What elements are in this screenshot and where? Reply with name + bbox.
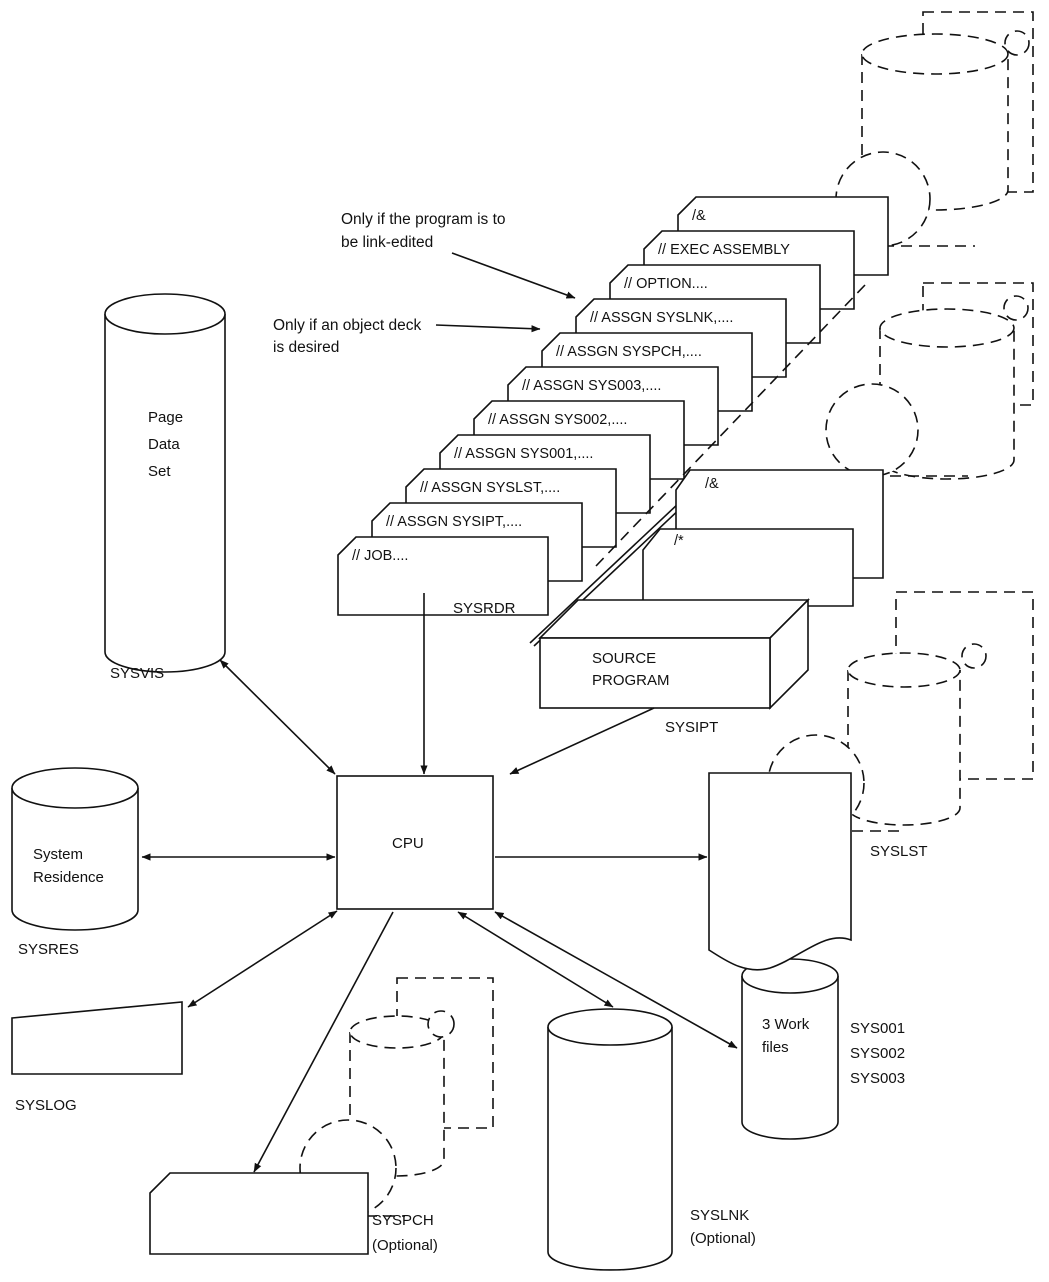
arrow-syslog-cpu (187, 910, 338, 1008)
syslnk-label: SYSLNK (690, 1207, 749, 1224)
svg-text:Data: Data (148, 436, 180, 453)
job-card-text: // JOB.... (352, 548, 408, 564)
cpu-box: CPU (336, 775, 494, 910)
syspch-card-punch (149, 1172, 369, 1255)
svg-text:Only if the program is to: Only if the program is to (341, 211, 506, 228)
arrow-workfiles-cpu (494, 911, 738, 1049)
svg-text:Residence: Residence (33, 869, 104, 886)
syslst-printer-paper (708, 772, 852, 971)
svg-text:files: files (762, 1039, 789, 1056)
source-deck: /& /* SOURCE PROGRAM SYSIPT (529, 469, 884, 736)
sysvis-label: SYSVIS (110, 665, 164, 682)
note-object-deck: Only if an object deck is desired (273, 317, 421, 356)
job-card-text: // ASSGN SYSLNK,.... (590, 310, 733, 326)
job-card-text: // ASSGN SYSPCH,.... (556, 344, 702, 360)
job-card-text: // ASSGN SYS002,.... (488, 412, 627, 428)
svg-text:is desired: is desired (273, 339, 339, 356)
sysvis-disk: Page Data Set (104, 293, 226, 673)
job-card-text: // ASSGN SYS003,.... (522, 378, 661, 394)
job-card-text: // ASSGN SYSIPT,.... (386, 514, 522, 530)
work-files-disk: 3 Work files (741, 958, 839, 1140)
syslog-label: SYSLOG (15, 1097, 77, 1114)
job-card-text: // ASSGN SYSLST,.... (420, 480, 560, 496)
svg-text:be link-edited: be link-edited (341, 234, 433, 251)
svg-text:Set: Set (148, 463, 171, 480)
source-program-text-line1: SOURCE (592, 650, 656, 667)
syslnk-disk (547, 1008, 673, 1271)
sysres-label: SYSRES (18, 941, 79, 958)
work-file-label-sys003: SYS003 (850, 1070, 905, 1087)
arrow-cpu-syspch (253, 911, 394, 1173)
job-card-text: // EXEC ASSEMBLY (658, 242, 790, 258)
tape-drive-icon-middle (825, 282, 1034, 480)
job-card (337, 536, 549, 616)
syspch-label: SYSPCH (372, 1212, 434, 1229)
svg-text:Page: Page (148, 409, 183, 426)
syslog-terminal (11, 1001, 183, 1075)
work-file-label-sys001: SYS001 (850, 1020, 905, 1037)
sysipt-label: SYSIPT (665, 719, 718, 736)
job-card-text: // OPTION.... (624, 276, 708, 292)
syslnk-note: (Optional) (690, 1230, 756, 1247)
svg-text:Only if an object deck: Only if an object deck (273, 317, 421, 334)
arrow-syslnk-cpu (457, 911, 614, 1008)
syslst-label: SYSLST (870, 843, 928, 860)
job-card-text: /& (692, 208, 706, 224)
syspch-note: (Optional) (372, 1237, 438, 1254)
sysrdr-label: SYSRDR (453, 600, 516, 617)
source-card-end-text: /& (705, 476, 719, 492)
deck-dashed-edge (595, 284, 866, 567)
note-link-edit-arrow (451, 252, 576, 299)
source-program-text-line2: PROGRAM (592, 672, 670, 689)
note-object-deck-arrow (435, 324, 541, 333)
svg-text:3 Work: 3 Work (762, 1016, 810, 1033)
arrow-sysvis-cpu (219, 659, 336, 775)
job-deck: /& // EXEC ASSEMBLY // OPTION.... // ASSGN … (337, 196, 889, 616)
svg-text:System: System (33, 846, 83, 863)
arrow-sysipt-cpu (509, 707, 655, 775)
job-card-text: // ASSGN SYS001,.... (454, 446, 593, 462)
source-card-delimiter (642, 528, 854, 607)
svg-text:CPU: CPU (392, 835, 424, 852)
source-card-delimiter-text: /* (674, 533, 684, 549)
sysres-disk: System Residence (11, 767, 139, 931)
source-program-box (538, 599, 810, 639)
work-file-label-sys002: SYS002 (850, 1045, 905, 1062)
note-link-edit: Only if the program is to be link-edited (341, 211, 506, 251)
